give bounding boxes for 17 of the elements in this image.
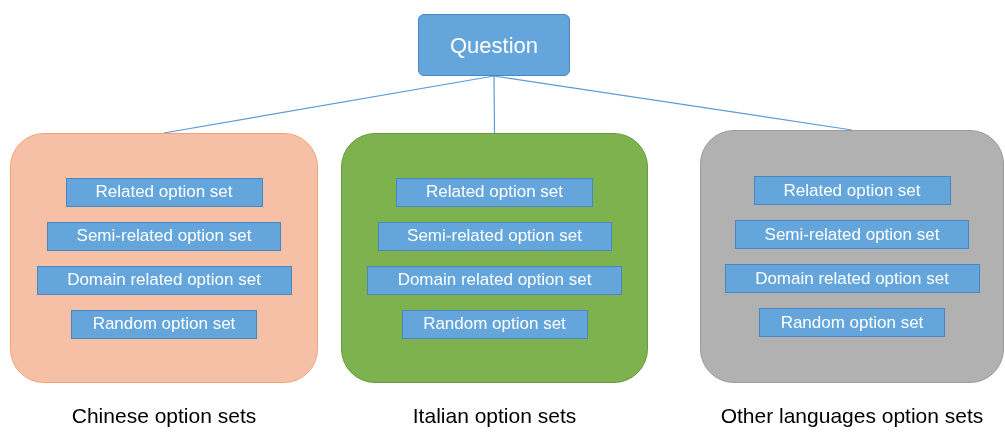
option-box: Semi-related option set: [735, 220, 969, 249]
group-caption: Chinese option sets: [70, 403, 258, 429]
option-box: Semi-related option set: [377, 221, 612, 251]
group-caption: Italian option sets: [411, 403, 578, 429]
option-box: Related option set: [753, 176, 951, 205]
option-box: Random option set: [71, 309, 257, 339]
option-box: Semi-related option set: [47, 221, 281, 251]
connector-line: [493, 75, 496, 134]
option-box: Domain related option set: [36, 265, 292, 295]
option-box: Random option set: [759, 308, 945, 337]
option-box: Related option set: [396, 177, 593, 207]
option-box: Domain related option set: [724, 264, 980, 293]
option-box: Domain related option set: [367, 265, 622, 295]
option-box: Related option set: [65, 177, 263, 207]
option-box: Random option set: [401, 309, 588, 339]
group-caption: Other languages option sets: [719, 403, 985, 429]
question-box: Question: [418, 14, 570, 76]
